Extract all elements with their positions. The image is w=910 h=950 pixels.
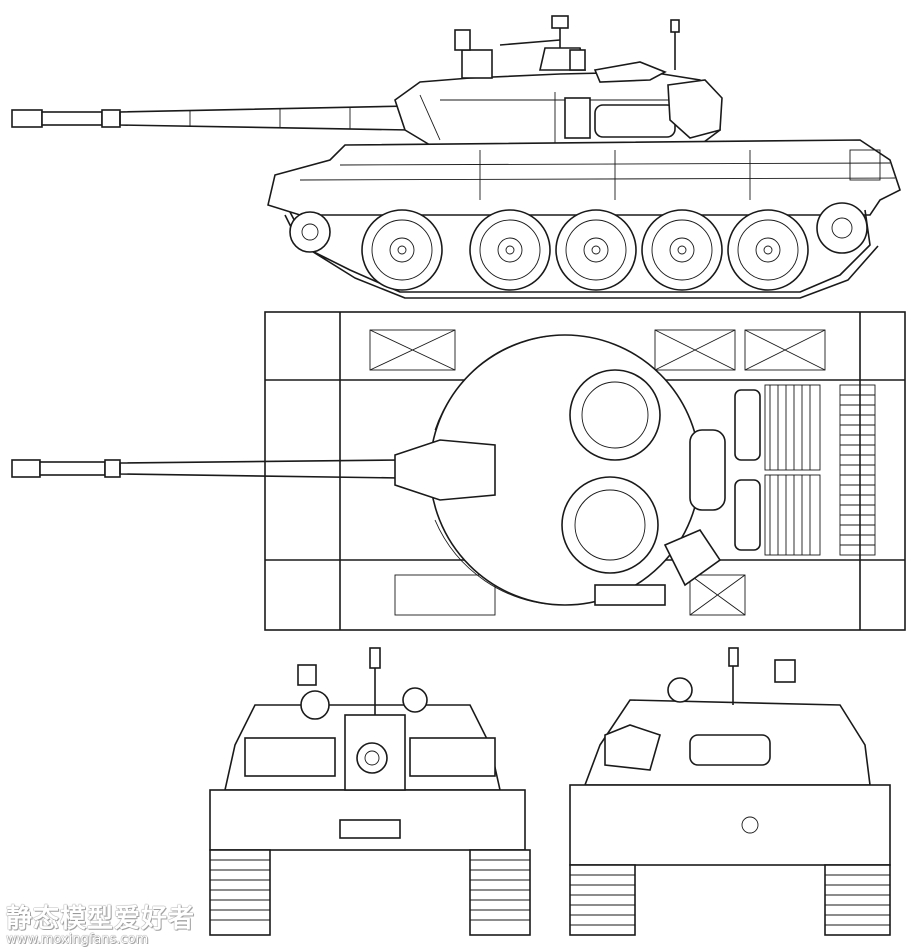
- front-view: [209, 647, 531, 936]
- rear-tracks: [569, 864, 891, 936]
- turret-side: [394, 15, 723, 146]
- idler-wheel: [289, 211, 331, 253]
- gun-barrel-side: [11, 105, 411, 131]
- gun-barrel-top: [11, 439, 496, 501]
- engine-grille: [764, 384, 876, 556]
- turret-top: [429, 334, 761, 606]
- watermark-url: www.moxingfans.com: [6, 932, 149, 947]
- watermark: 静态模型爱好者 www.moxingfans.com: [6, 905, 195, 947]
- side-view: [11, 15, 901, 299]
- watermark-title: 静态模型爱好者: [6, 904, 196, 934]
- road-wheels: [361, 209, 809, 291]
- front-tracks: [209, 849, 531, 936]
- top-view: [11, 311, 906, 631]
- drive-sprocket: [816, 202, 868, 254]
- rear-view: [569, 647, 891, 936]
- hull-side: [267, 139, 901, 216]
